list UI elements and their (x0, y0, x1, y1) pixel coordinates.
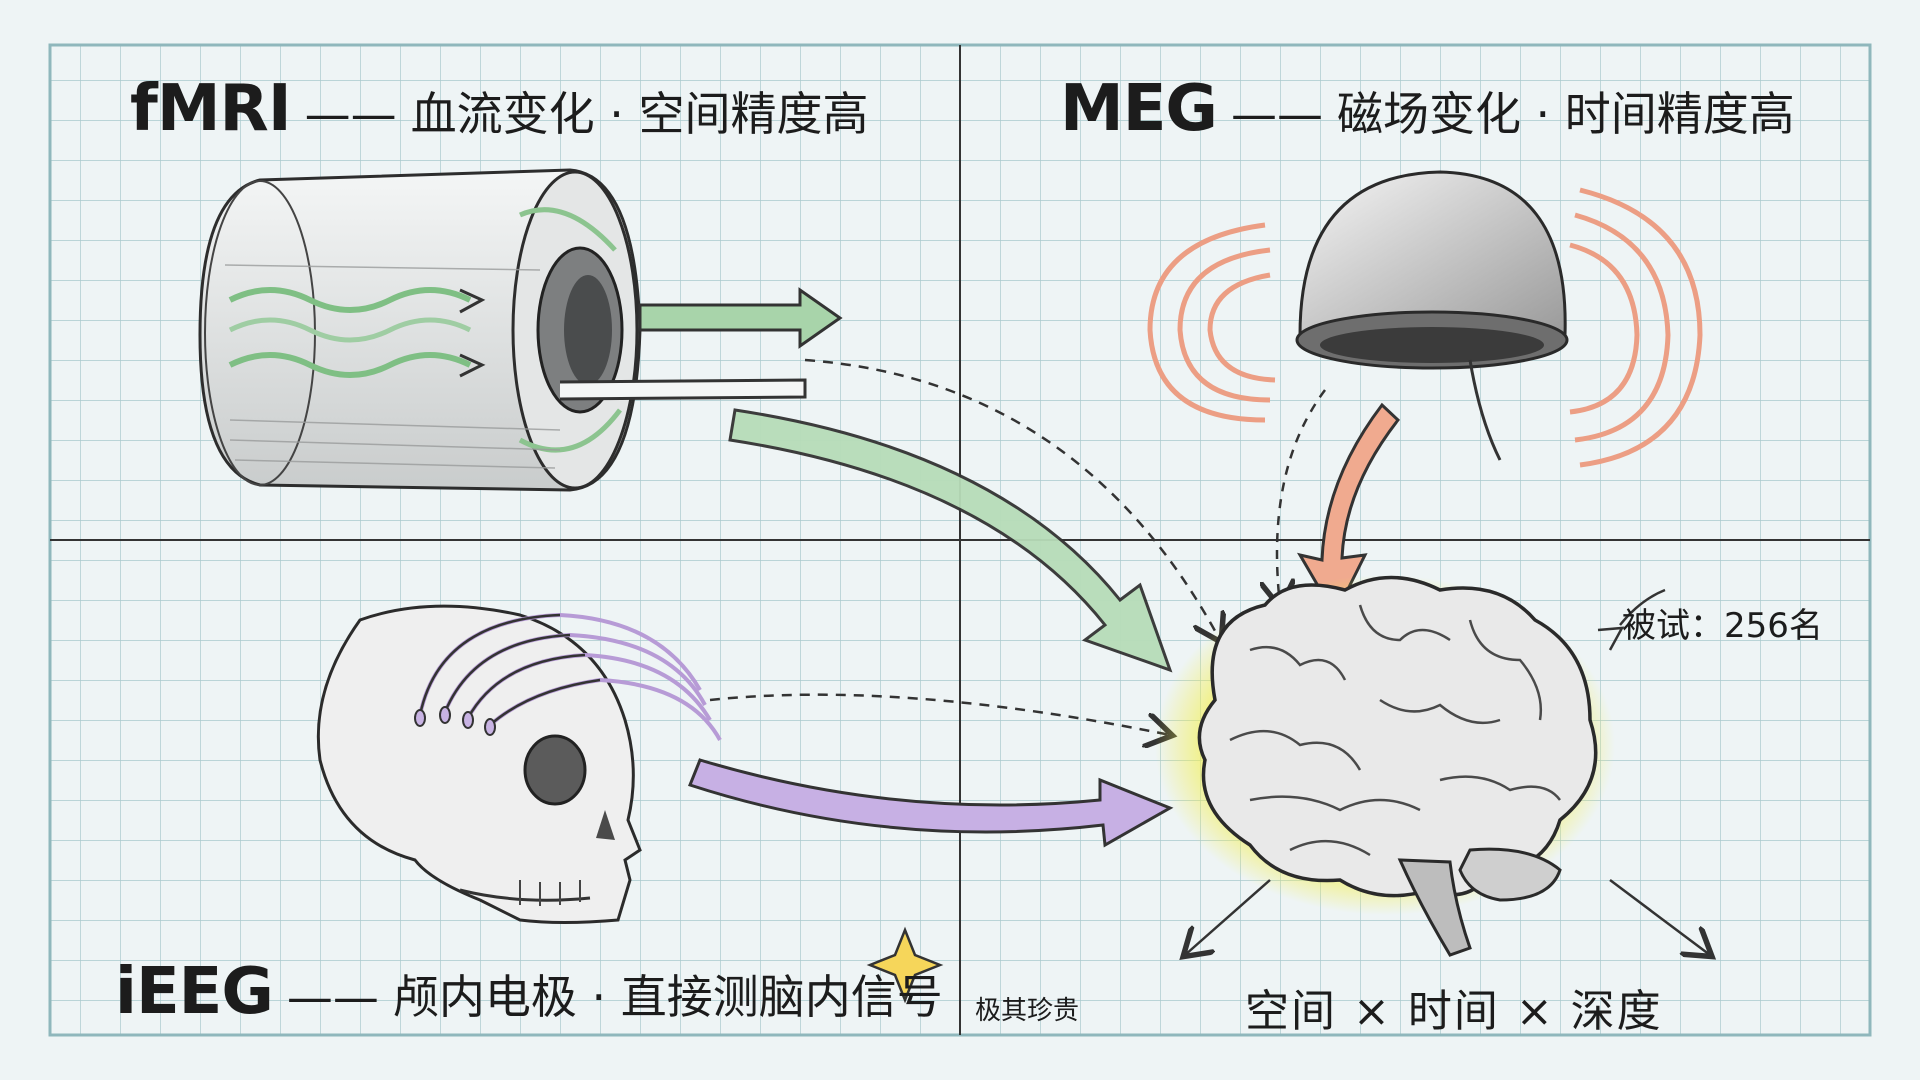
fmri-name: fMRI (130, 72, 292, 146)
sparkle-icon (866, 926, 944, 1004)
meg-dash: —— (1230, 87, 1323, 141)
dimensions-note: 空间 × 时间 × 深度 (1245, 986, 1663, 1037)
fmri-to-brain-arrow (728, 408, 1173, 673)
mri-scanner-icon (198, 168, 843, 492)
fmri-desc: 血流变化 · 空间精度高 (410, 87, 869, 141)
ieeg-title: iEEG——颅内电极 · 直接测脑内信号 (115, 955, 943, 1029)
meg-title: MEG——磁场变化 · 时间精度高 (1060, 72, 1795, 146)
subjects-note: 被试：256名 (1622, 606, 1823, 646)
meg-desc: 磁场变化 · 时间精度高 (1336, 87, 1795, 141)
fmri-dashed-link (804, 358, 1220, 640)
meg-helmet-icon (1147, 170, 1703, 619)
ieeg-desc: 颅内电极 · 直接测脑内信号 (392, 970, 943, 1024)
meg-name: MEG (1060, 72, 1218, 146)
fmri-dash: —— (304, 87, 397, 141)
fmri-title: fMRI——血流变化 · 空间精度高 (130, 72, 869, 146)
ieeg-name: iEEG (115, 955, 274, 1029)
skull-electrodes-icon (316, 604, 1170, 924)
brain-icon (1155, 575, 1710, 955)
rare-note: 极其珍贵 (975, 996, 1080, 1026)
ieeg-dash: —— (286, 970, 379, 1024)
